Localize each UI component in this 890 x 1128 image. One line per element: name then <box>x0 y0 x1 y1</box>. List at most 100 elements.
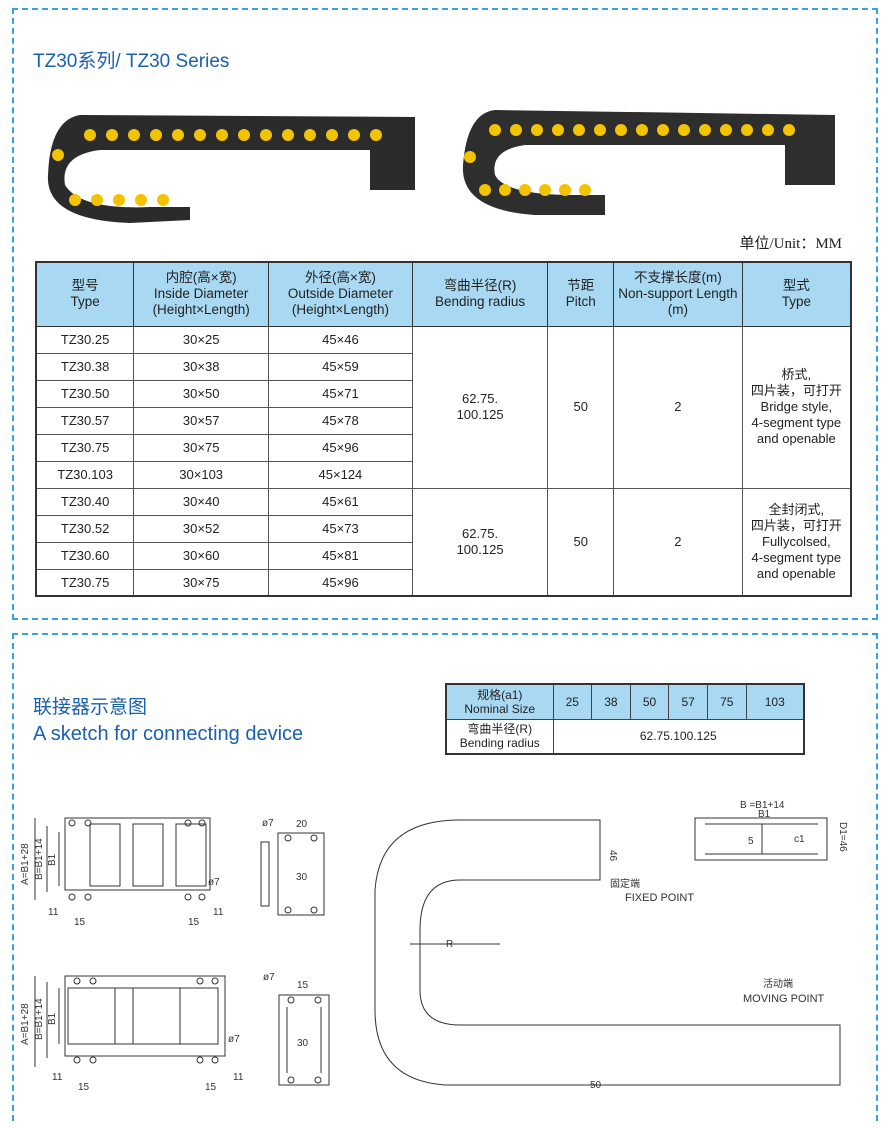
svg-text:B=B1+14: B=B1+14 <box>34 838 45 880</box>
chain-pin <box>573 124 585 136</box>
chain-bend-diagram: 46 固定端 FIXED POINT 活动端 MOVING POINT R 50 <box>374 819 841 1091</box>
table-cell: TZ30.75 <box>35 433 135 462</box>
size-cell: 50 <box>629 683 670 720</box>
svg-text:MOVING POINT: MOVING POINT <box>743 993 825 1005</box>
chain-pin <box>615 124 627 136</box>
chain-pin <box>216 129 228 141</box>
group-length: 2 <box>613 487 743 597</box>
chain-pin <box>172 129 184 141</box>
series-panel <box>12 8 878 620</box>
table-cell: 45×78 <box>268 406 413 435</box>
chain-pin <box>91 194 103 206</box>
chain-pin <box>150 129 162 141</box>
group-pitch: 50 <box>547 487 615 597</box>
table-cell: 45×71 <box>268 379 413 408</box>
bending-radius-value: 62.75.100.125 <box>552 718 805 755</box>
column-header: 不支撑长度(m)Non-support Length(m) <box>613 261 743 327</box>
chain-pin <box>128 129 140 141</box>
table-cell: TZ30.57 <box>35 406 135 435</box>
svg-text:ø7: ø7 <box>228 1034 240 1045</box>
sketch-title-cn: 联接器示意图 <box>33 697 148 718</box>
link-top-view: A=B1+28 B=B1+14 B1 11 15 15 11 ø7 20 30 … <box>20 817 325 928</box>
table-cell: TZ30.25 <box>35 325 135 354</box>
table-cell: TZ30.75 <box>35 568 135 597</box>
svg-text:30: 30 <box>297 1038 309 1049</box>
size-table: 规格(a1)Nominal Size 25 38 50 57 75 103 弯曲… <box>445 683 805 755</box>
table-cell: 45×81 <box>268 541 413 570</box>
cross-section-view: B =B1+14 B1 5 c1 D1=46 <box>694 800 848 861</box>
chain-pin <box>699 124 711 136</box>
chain-pin <box>720 124 732 136</box>
svg-text:5: 5 <box>748 836 754 847</box>
svg-text:20: 20 <box>296 819 308 830</box>
svg-text:30: 30 <box>296 872 308 883</box>
chain-pin <box>157 194 169 206</box>
chain-pin <box>326 129 338 141</box>
chain-pin <box>762 124 774 136</box>
size-cell: 57 <box>668 683 708 720</box>
chain-pin <box>741 124 753 136</box>
table-cell: TZ30.103 <box>35 460 135 489</box>
chain-pin <box>52 149 64 161</box>
svg-text:A=B1+28: A=B1+28 <box>20 1003 31 1045</box>
series-title: TZ30系列/ TZ30 Series <box>33 51 230 72</box>
link-bottom-view: A=B1+28 B=B1+14 B1 11 15 15 11 ø7 15 30 … <box>20 972 330 1093</box>
svg-text:11: 11 <box>233 1072 244 1083</box>
size-cell: 75 <box>706 683 747 720</box>
svg-text:15: 15 <box>205 1082 217 1093</box>
table-cell: 30×75 <box>133 568 270 597</box>
svg-text:ø7: ø7 <box>262 818 274 829</box>
chain-pin <box>594 124 606 136</box>
chain-pin <box>636 124 648 136</box>
svg-text:B1: B1 <box>47 1012 58 1025</box>
table-cell: TZ30.60 <box>35 541 135 570</box>
table-cell: 30×52 <box>133 514 270 543</box>
svg-text:B1: B1 <box>47 853 58 866</box>
chain-pin <box>479 184 491 196</box>
table-cell: 30×60 <box>133 541 270 570</box>
chain-pin <box>194 129 206 141</box>
svg-text:46: 46 <box>607 850 618 862</box>
size-cell: 38 <box>591 683 631 720</box>
svg-text:B1: B1 <box>758 809 771 820</box>
chain-pin <box>559 184 571 196</box>
table-cell: 45×73 <box>268 514 413 543</box>
group-pitch: 50 <box>547 325 615 489</box>
svg-text:11: 11 <box>48 907 59 918</box>
chain-pin <box>464 151 476 163</box>
chain-pin <box>499 184 511 196</box>
chain-pin <box>579 184 591 196</box>
table-cell: 45×96 <box>268 433 413 462</box>
chain-pin <box>135 194 147 206</box>
table-cell: 30×57 <box>133 406 270 435</box>
group-length: 2 <box>613 325 743 489</box>
svg-text:固定端: 固定端 <box>610 877 640 890</box>
chain-pin <box>657 124 669 136</box>
chain-pin <box>370 129 382 141</box>
svg-text:15: 15 <box>188 917 200 928</box>
connector-drawings: A=B1+28 B=B1+14 B1 11 15 15 11 ø7 20 30 … <box>20 800 848 1093</box>
chain-pin <box>84 129 96 141</box>
table-cell: 30×40 <box>133 487 270 516</box>
svg-text:11: 11 <box>213 907 224 918</box>
svg-text:15: 15 <box>78 1082 90 1093</box>
chain-pin <box>531 124 543 136</box>
table-cell: TZ30.52 <box>35 514 135 543</box>
chain-pin <box>510 124 522 136</box>
svg-text:15: 15 <box>297 980 309 991</box>
svg-text:FIXED POINT: FIXED POINT <box>625 892 694 904</box>
chain-pin <box>106 129 118 141</box>
svg-text:15: 15 <box>74 917 86 928</box>
